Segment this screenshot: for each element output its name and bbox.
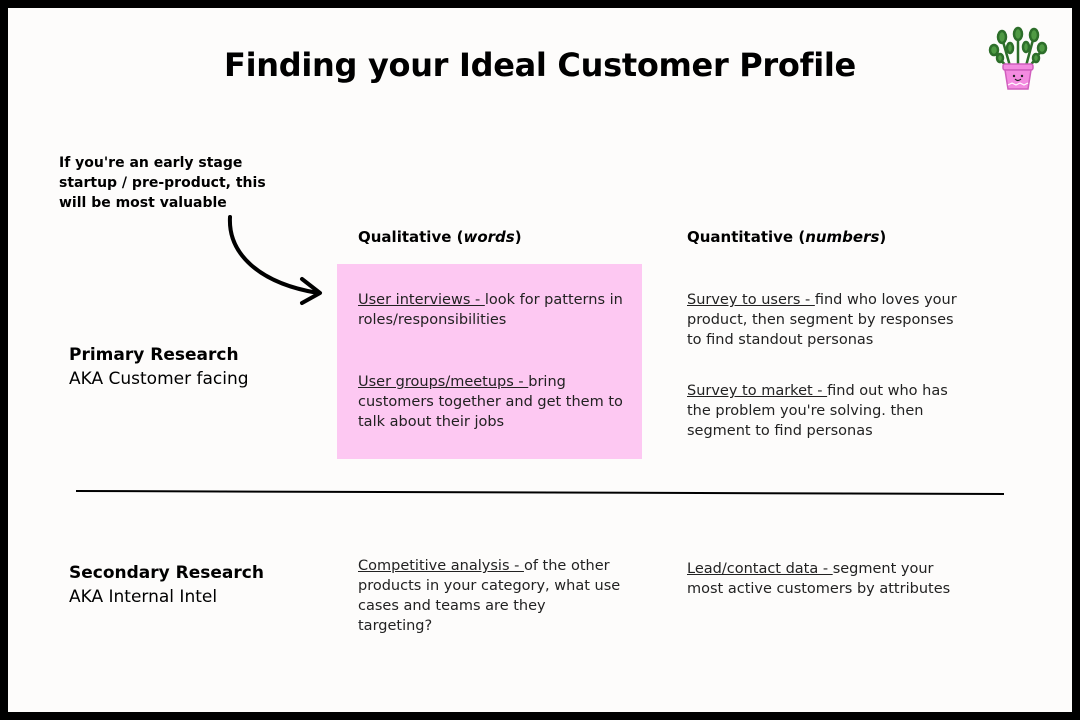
row-sub-primary: AKA Customer facing	[69, 369, 249, 389]
cell-link: User interviews -	[358, 292, 485, 308]
cell-link: Survey to market -	[687, 383, 828, 399]
canvas: Finding your Ideal Customer Profile If y…	[8, 8, 1072, 712]
row-heading-primary: Primary Research	[69, 345, 239, 365]
cell-link: Competitive analysis -	[358, 558, 524, 574]
cell-user-groups: User groups/meetups - bring customers to…	[358, 374, 623, 430]
curved-arrow-icon	[227, 215, 322, 305]
row-heading-secondary: Secondary Research	[69, 563, 264, 583]
row-label-primary: Primary Research AKA Customer facing	[69, 343, 249, 391]
column-header-qualitative: Qualitative (words)	[358, 228, 522, 246]
row-label-secondary: Secondary Research AKA Internal Intel	[69, 561, 264, 609]
cell-lead-data: Lead/contact data - segment your most ac…	[687, 561, 951, 597]
page-title: Finding your Ideal Customer Profile	[224, 46, 856, 84]
cell-user-interviews: User interviews - look for patterns in r…	[358, 292, 623, 328]
column-header-quantitative: Quantitative (numbers)	[687, 228, 887, 246]
potted-plant-icon	[988, 26, 1048, 90]
early-stage-note: If you're an early stage startup / pre-p…	[59, 155, 266, 211]
cell-competitive-analysis: Competitive analysis - of the other prod…	[358, 558, 621, 634]
highlight-box	[337, 264, 642, 459]
cell-link: Lead/contact data -	[687, 561, 833, 577]
row-sub-secondary: AKA Internal Intel	[69, 587, 218, 607]
cell-link: Survey to users -	[687, 292, 815, 308]
cell-survey-users: Survey to users - find who loves your pr…	[687, 292, 957, 348]
cell-survey-market: Survey to market - find out who has the …	[687, 383, 948, 439]
cell-link: User groups/meetups -	[358, 374, 529, 390]
row-divider	[75, 490, 1005, 495]
